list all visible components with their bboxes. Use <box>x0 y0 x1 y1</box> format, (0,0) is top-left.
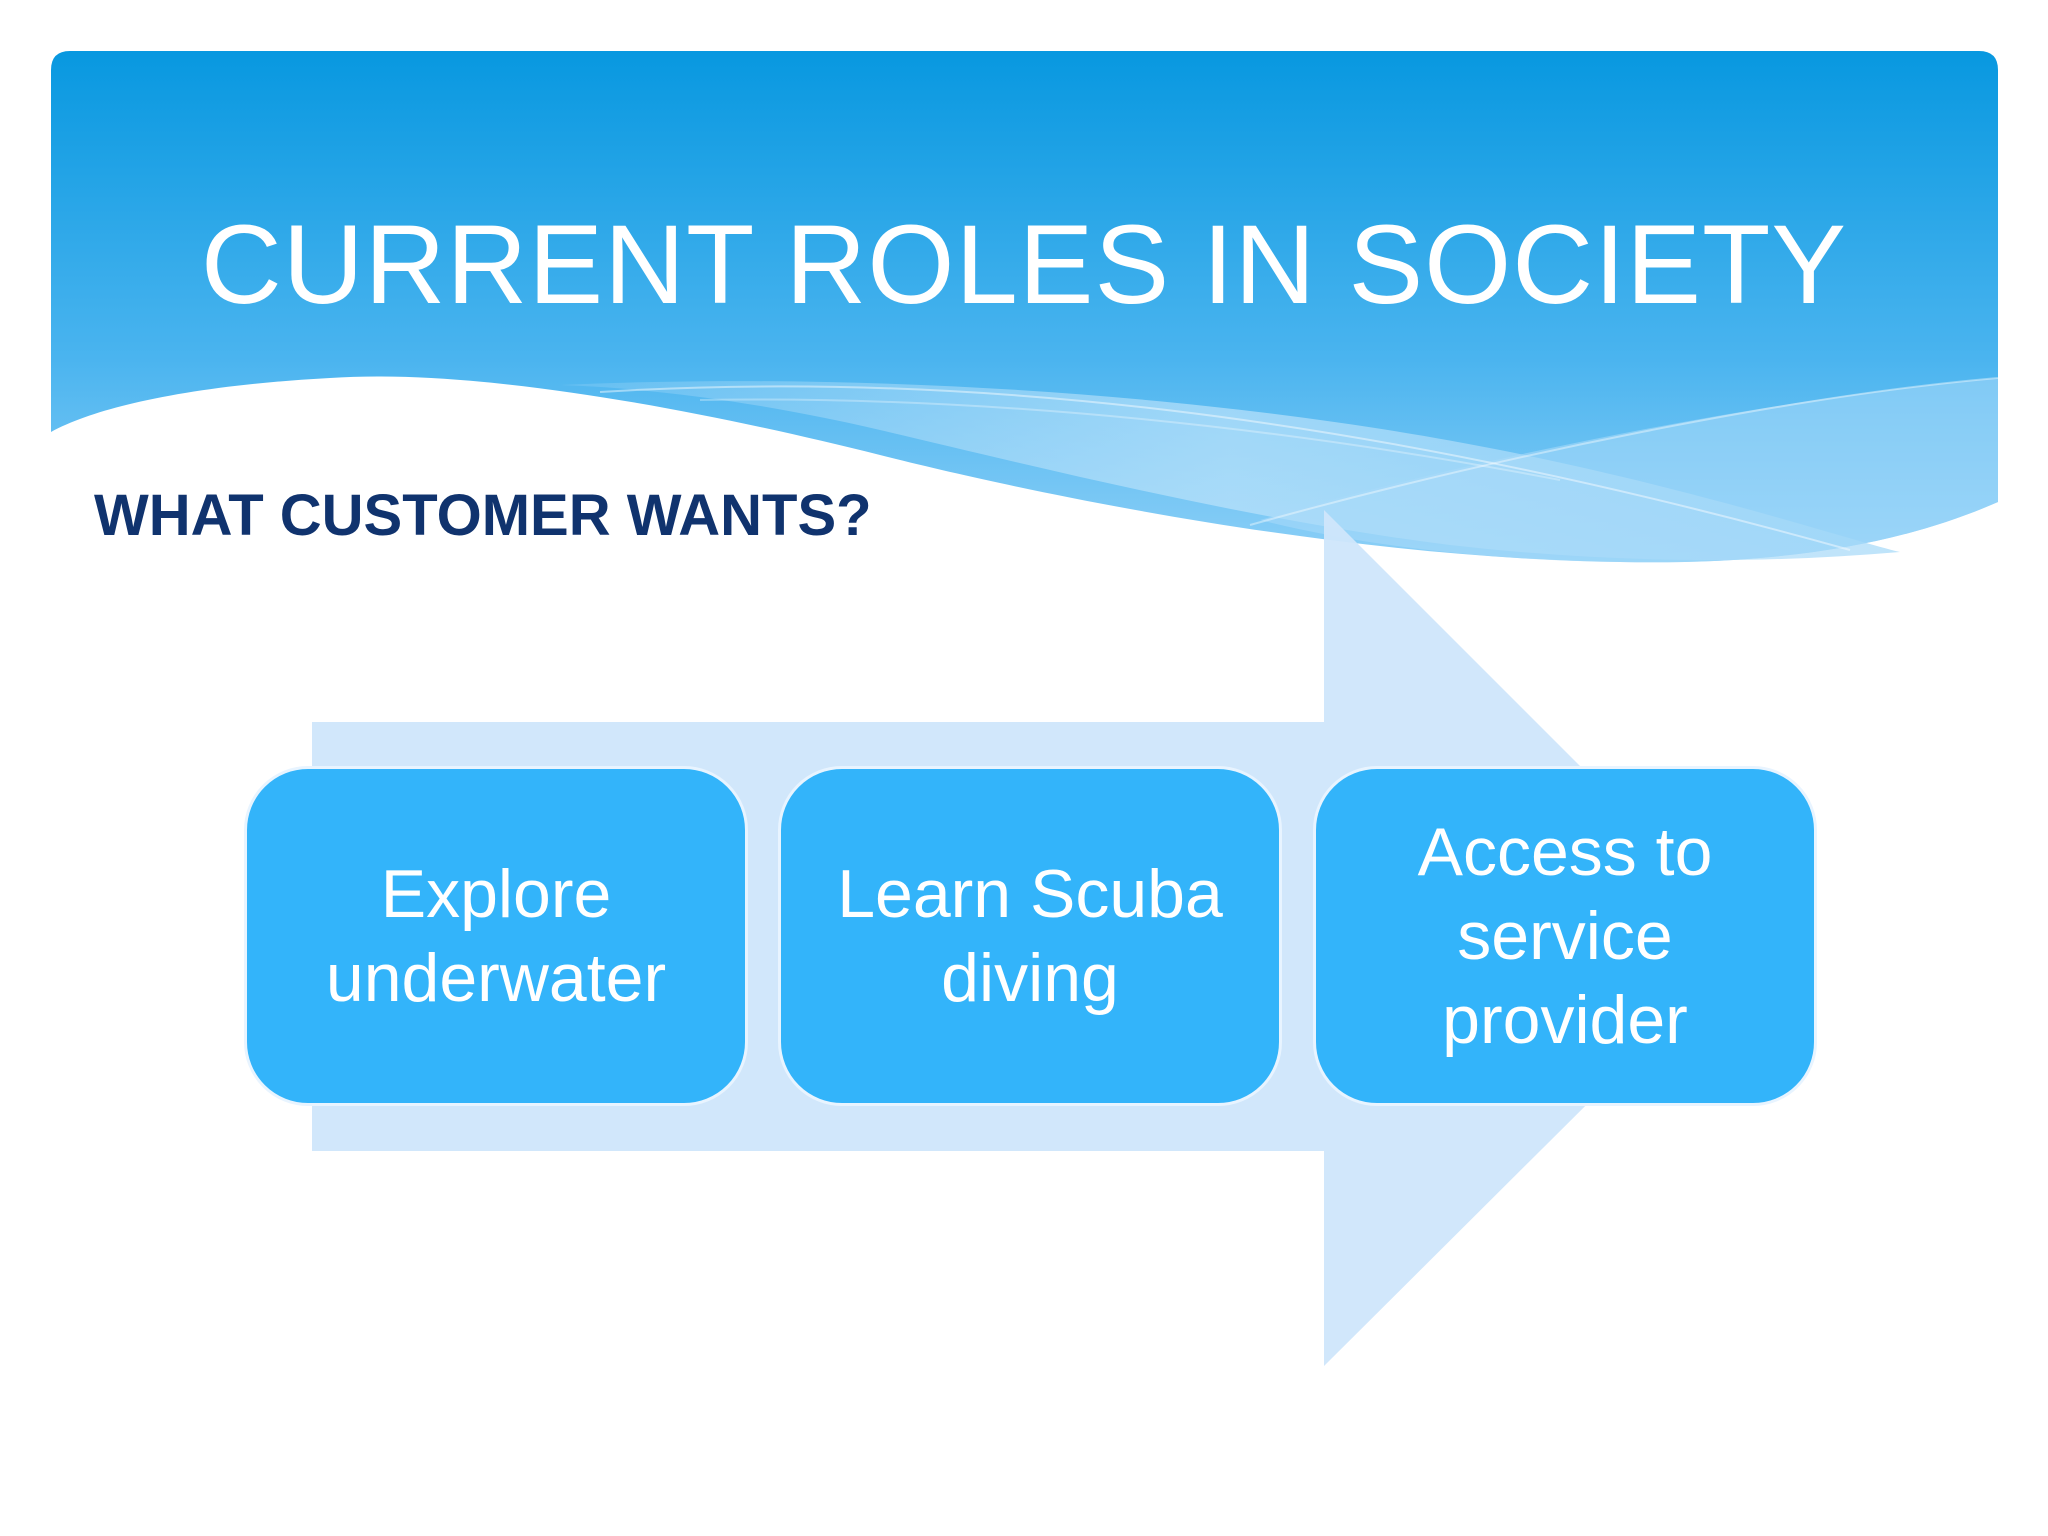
process-step-label: Access to service provider <box>1417 814 1713 1058</box>
slide-subtitle: WHAT CUSTOMER WANTS? <box>94 483 872 548</box>
slide-title: CURRENT ROLES IN SOCIETY <box>200 202 1848 327</box>
process-step-2: Learn Scuba diving <box>778 766 1282 1106</box>
header-shape <box>51 51 1998 563</box>
header-wave-line-2 <box>1249 377 1999 526</box>
header-wave-line-1 <box>599 385 1851 551</box>
header-wave-right <box>1260 378 1998 563</box>
process-step-label: Learn Scuba diving <box>837 856 1223 1016</box>
process-step-1: Explore underwater <box>244 766 748 1106</box>
process-step-3: Access to service provider <box>1313 766 1817 1106</box>
header-wave-line-3 <box>699 398 1561 481</box>
process-step-label: Explore underwater <box>325 856 667 1016</box>
